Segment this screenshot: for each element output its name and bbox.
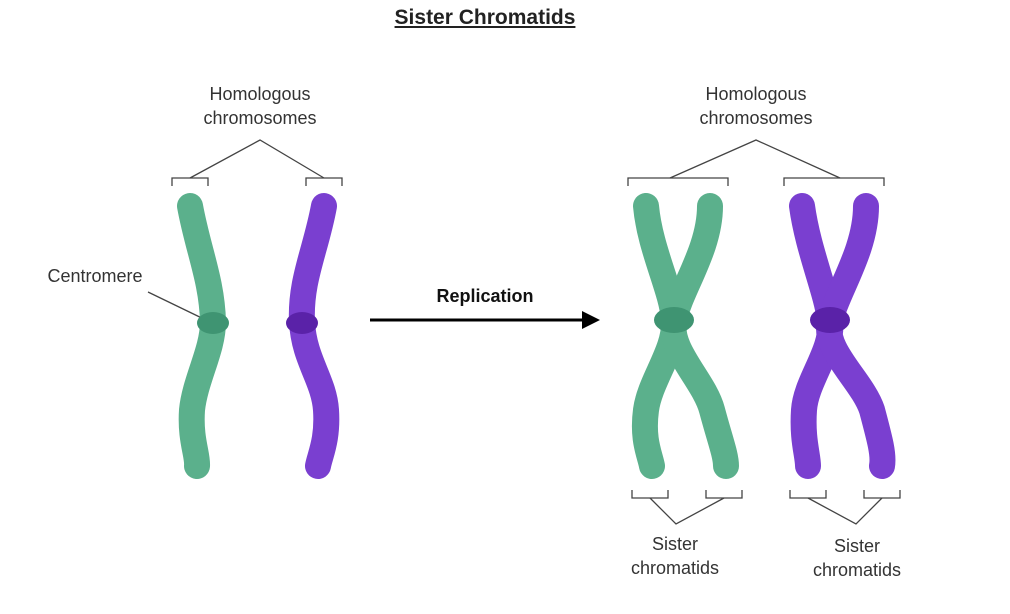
centromere-purple [286, 312, 318, 334]
replication-arrow [370, 311, 600, 329]
bracket-left-purple [305, 177, 343, 186]
sister-chromatid-green-2 [660, 193, 739, 479]
sister-chromatids-label-right-line1: Sister [833, 536, 880, 556]
centromere-green-replicated [654, 307, 694, 333]
homologous-label-left-line1: Homologous [209, 84, 311, 104]
centromere-green [197, 312, 229, 334]
bracket-sister-green-2 [705, 490, 743, 499]
chromatid-green [177, 193, 226, 479]
bracket-left-green [171, 177, 209, 186]
bracket-sister-purple-2 [863, 490, 901, 499]
pointer-homologous-left [189, 139, 325, 179]
sister-chromatids-label-right: Sister chromatids [792, 534, 922, 582]
homologous-label-left: Homologous chromosomes [170, 82, 350, 130]
pointer-homologous-right [669, 139, 841, 179]
sister-chromatids-label-left-line2: chromatids [630, 558, 720, 578]
centromere-purple-replicated [810, 307, 850, 333]
pointer-sister-left [649, 497, 725, 525]
bracket-sister-green-1 [631, 490, 669, 499]
pointer-sister-right [807, 497, 883, 525]
sister-chromatids-label-right-line2: chromatids [812, 560, 902, 580]
chromosome-purple-unreplicated [286, 193, 340, 479]
homologous-label-right-line2: chromosomes [699, 108, 813, 128]
centromere-label: Centromere [47, 266, 143, 286]
chromosome-green-replicated [631, 193, 739, 479]
sister-chromatids-label-left-line1: Sister [651, 534, 698, 554]
bracket-right-green [627, 177, 729, 186]
homologous-label-right-line1: Homologous [705, 84, 807, 104]
chromatid-purple [288, 193, 340, 479]
homologous-label-right: Homologous chromosomes [666, 82, 846, 130]
sister-chromatids-label-left: Sister chromatids [610, 532, 740, 580]
replication-label: Replication [436, 286, 534, 306]
chromosome-green-unreplicated [177, 193, 229, 479]
bracket-lines [147, 139, 901, 525]
chromosome-purple-replicated [789, 193, 896, 479]
diagram-title: Sister Chromatids [394, 6, 576, 29]
homologous-label-left-line2: chromosomes [203, 108, 317, 128]
bracket-sister-purple-1 [789, 490, 827, 499]
sister-chromatid-purple-2 [816, 193, 896, 479]
bracket-right-purple [783, 177, 885, 186]
